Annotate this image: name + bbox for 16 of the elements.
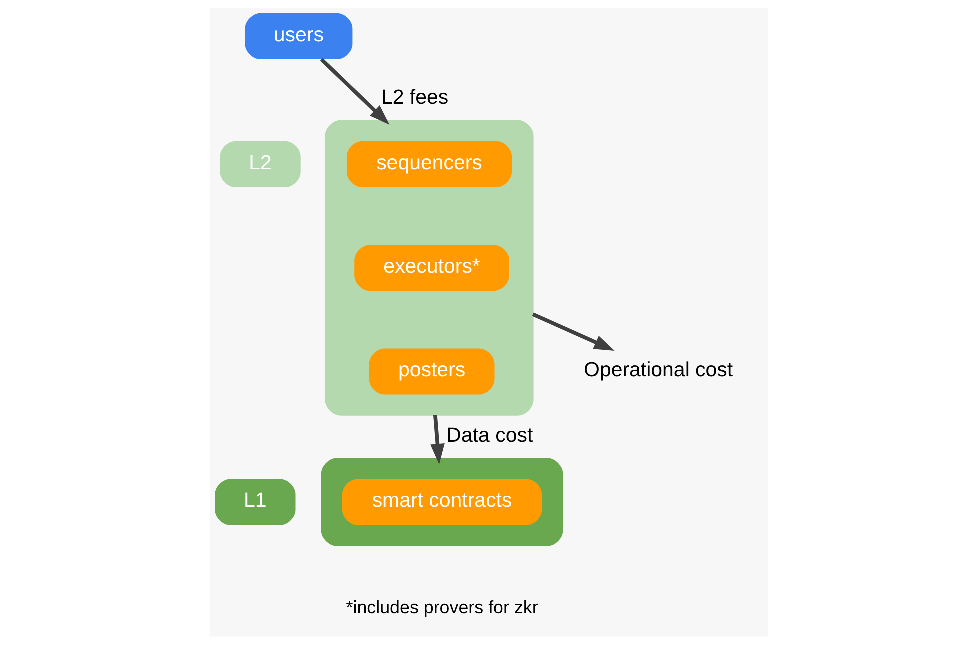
node-box: L1 xyxy=(214,479,296,526)
cluster xyxy=(324,120,534,416)
label: *includes provers for zkr xyxy=(346,597,538,618)
node-box: L2 xyxy=(220,141,300,188)
edge-label: Data cost xyxy=(446,424,533,447)
node-box: executors* xyxy=(354,245,509,292)
edge-label: L2 fees xyxy=(380,86,448,110)
arrow xyxy=(532,312,614,351)
node-text: Operational cost xyxy=(584,358,733,382)
node-box: sequencers xyxy=(346,141,512,188)
cluster xyxy=(320,458,563,546)
arrow xyxy=(430,415,444,465)
node-box: posters xyxy=(368,348,494,395)
node-box: users xyxy=(244,13,352,60)
node-box: smart contracts xyxy=(342,479,542,526)
arrow xyxy=(320,58,390,125)
